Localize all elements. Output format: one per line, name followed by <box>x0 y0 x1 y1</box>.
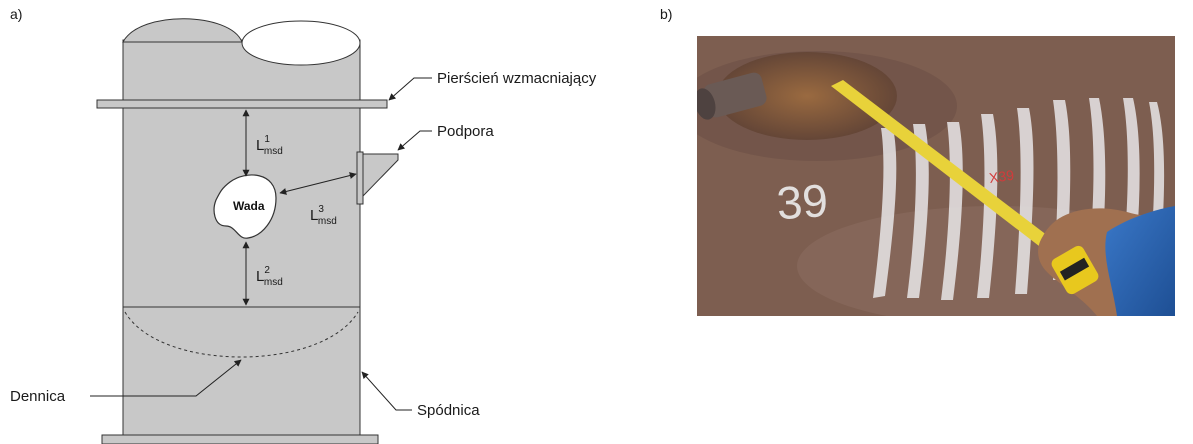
vessel-shell <box>123 40 360 436</box>
support-label: Podpora <box>437 123 494 140</box>
head-label: Dennica <box>10 388 66 405</box>
base-plate <box>102 435 378 444</box>
photo-illustration: 39 X39 <box>697 36 1175 316</box>
support-plate <box>357 152 363 204</box>
painted-number: 39 <box>775 174 830 229</box>
reinforcing-ring <box>97 100 387 108</box>
defect-label: Wada <box>233 199 265 213</box>
vessel-top-cap <box>123 19 242 42</box>
inspection-photo: 39 X39 <box>697 36 1175 316</box>
skirt-label: Spódnica <box>417 402 480 419</box>
vessel-diagram: Wada L1msd L2msd L3msd Pierścień wzmacni… <box>0 0 700 444</box>
vessel-top-opening <box>242 21 360 65</box>
support-leader <box>398 131 432 150</box>
ring-leader <box>389 78 432 100</box>
skirt-leader <box>362 372 412 410</box>
ring-label: Pierścień wzmacniający <box>437 70 597 87</box>
support-bracket <box>363 154 398 196</box>
